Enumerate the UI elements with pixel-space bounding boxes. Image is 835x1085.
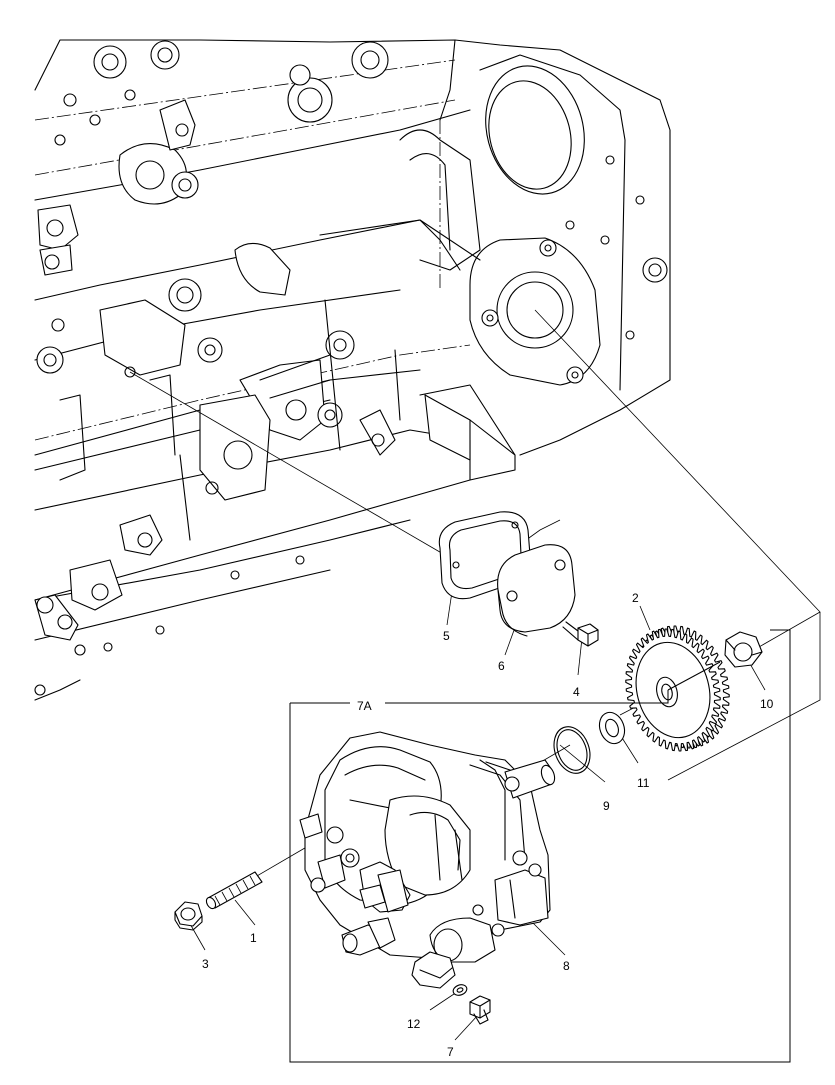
part-2-gear <box>625 625 730 752</box>
callout-9: 9 <box>603 799 610 813</box>
callout-11: 11 <box>637 776 650 790</box>
part-8-fuel-pump <box>299 731 556 989</box>
part-4-bolt <box>562 621 599 647</box>
group-7a-frame <box>289 629 791 1063</box>
part-3-nut <box>174 901 203 931</box>
callout-3: 3 <box>202 957 209 971</box>
part-11-washer <box>598 711 626 745</box>
callout-4: 4 <box>573 685 580 699</box>
part-7-bolt <box>469 995 491 1025</box>
group-label-7a: 7A <box>357 699 372 713</box>
part-9-o-ring <box>553 726 591 774</box>
engine-block <box>34 39 671 701</box>
callout-12: 12 <box>407 1017 421 1031</box>
callout-7: 7 <box>447 1045 454 1059</box>
callout-labels: 7A 1 2 3 4 5 6 7 8 9 10 11 12 <box>202 591 774 1059</box>
callout-1: 1 <box>250 931 257 945</box>
callout-5: 5 <box>443 629 450 643</box>
part-12-washer <box>452 984 468 996</box>
callout-6: 6 <box>498 659 505 673</box>
part-10-nut <box>724 631 763 668</box>
callout-10: 10 <box>760 697 774 711</box>
part-6-cover-plate <box>497 544 576 637</box>
callout-8: 8 <box>563 959 570 973</box>
part-1-stud <box>205 871 263 910</box>
callout-2: 2 <box>632 591 639 605</box>
